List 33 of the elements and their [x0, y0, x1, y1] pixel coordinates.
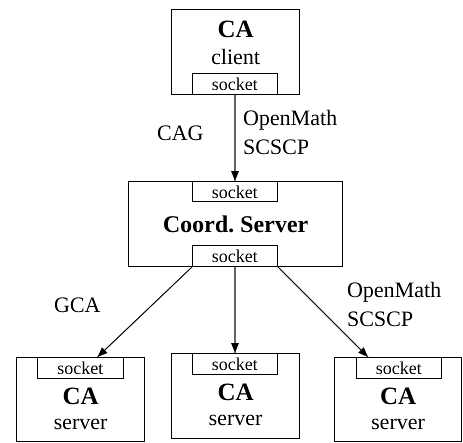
arrow — [231, 267, 239, 353]
socket-box — [36, 356, 124, 379]
client-box — [171, 9, 300, 95]
server-box — [334, 357, 462, 442]
socket-box — [192, 244, 278, 267]
server-box — [16, 357, 145, 442]
socket-label: socket — [57, 358, 104, 378]
protocol-label: OpenMath SCSCP — [243, 104, 338, 161]
socket-label: socket — [212, 182, 258, 202]
node-title: CA — [62, 383, 99, 411]
arrow — [231, 95, 239, 181]
node-subtitle: server — [54, 409, 108, 435]
server-box — [128, 181, 343, 267]
node-title: Coord. Server — [162, 211, 308, 239]
socket-label: socket — [376, 358, 422, 378]
node-title: CA — [217, 379, 254, 407]
socket-box — [192, 180, 278, 202]
node-subtitle: client — [211, 44, 260, 70]
node-subtitle: server — [208, 405, 262, 431]
arrow — [97, 266, 192, 358]
socket-box — [192, 352, 278, 375]
arrow — [278, 266, 368, 358]
protocol-label: GCA — [54, 291, 102, 319]
socket-box — [192, 72, 278, 95]
socket-label: socket — [212, 74, 258, 94]
protocol-label: OpenMath SCSCP — [347, 276, 442, 333]
socket-label: socket — [212, 354, 258, 374]
socket-label: socket — [212, 246, 258, 266]
socket-box — [356, 356, 442, 379]
node-title: CA — [380, 383, 416, 411]
server-box — [171, 353, 300, 439]
node-title: CA — [217, 16, 254, 44]
node-subtitle: server — [371, 409, 425, 435]
